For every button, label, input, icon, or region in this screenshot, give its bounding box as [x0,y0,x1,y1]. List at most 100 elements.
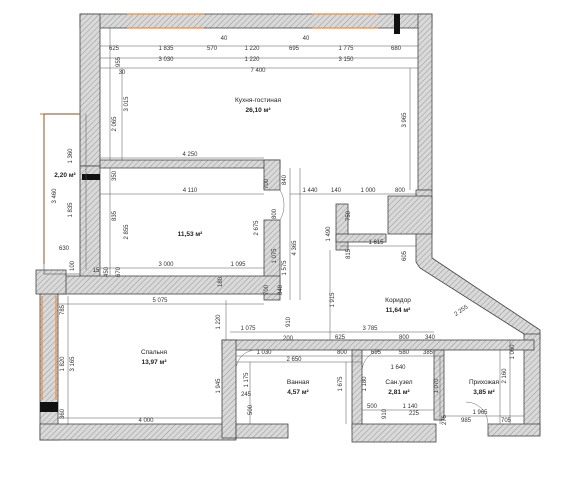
dim-label: 3 030 [158,57,174,63]
dim-label: 200 [283,336,294,342]
room-area-hall: 3,85 м² [473,389,495,396]
dim-label: 245 [241,392,252,398]
dim-label: 450 [104,266,110,277]
dim-label: 40 [303,36,310,42]
dim-label: 3 150 [338,57,354,63]
dim-label: 1 915 [330,292,336,308]
dim-label: 3 015 [124,96,130,112]
dim-label: 385 [423,350,434,356]
dim-label: 815 [346,248,352,259]
dim-label: 1 060 [510,344,516,360]
dim-label: 670 [116,266,122,277]
dim-label: 3 785 [362,326,378,332]
dim-label: 2 255 [454,304,470,318]
dim-label: 40 [221,36,228,42]
dim-label: 605 [402,250,408,261]
room-name-kitchen: Кухня-гостиная [235,97,281,104]
dim-label: 2 065 [112,116,118,132]
dimension-lines [58,28,524,424]
dim-label: 1 615 [368,240,384,246]
balcony-outline [43,113,81,275]
dim-label: 1 140 [402,404,418,410]
dim-label: 1 775 [338,46,354,52]
dim-label: 1 835 [68,202,74,218]
dim-label: 1 640 [390,365,406,371]
dim-label: 705 [501,418,512,424]
room-area-kitchen: 26,10 м² [245,107,271,114]
dim-label: 570 [207,46,218,52]
walls [35,13,541,443]
dim-label: 955 [116,56,122,67]
dim-label: 30 [119,70,126,76]
dim-label: 3 165 [70,356,76,372]
dim-label: 1 075 [272,248,278,264]
dim-label: 1 220 [244,57,260,63]
dim-label: 1 000 [360,188,376,194]
dim-label: 695 [371,350,382,356]
dim-label: 625 [109,46,120,52]
dim-label: 1 820 [60,356,66,372]
dim-label: 3 965 [402,112,408,128]
dim-label: 785 [60,304,66,315]
room-area-corridor: 11,64 м² [386,307,412,314]
dim-label: 695 [289,46,300,52]
dim-label: 5 075 [152,298,168,304]
dim-label: 800 [399,335,410,341]
dim-label: 4 250 [182,152,198,158]
dim-label: 1 070 [434,378,440,394]
dim-label: 1 175 [244,372,250,388]
dim-label: 840 [278,284,284,295]
dim-label: 630 [59,246,70,252]
dim-label: 7 400 [250,68,266,74]
column [394,14,400,34]
room-area-room2: 11,53 м² [178,231,204,238]
dim-label: 700 [264,178,270,189]
dim-label: 500 [367,404,378,410]
dim-label: 15 [93,268,100,274]
dim-label: 910 [382,408,388,419]
dim-label: 1 490 [326,226,332,242]
dim-label: 340 [425,335,436,341]
dim-label: 1 835 [158,46,174,52]
dim-label: 140 [331,188,342,194]
dim-label: 180 [218,276,224,287]
dim-label: 350 [112,170,118,181]
dim-label: 1 030 [256,350,272,356]
column [82,174,100,180]
dim-label: 1 675 [338,376,344,392]
dim-label: 1 220 [216,314,222,330]
room-name-bedroom: Спальня [141,349,168,356]
dim-label: 500 [248,404,254,415]
dim-label: 1 945 [216,378,222,394]
dim-label: 4 365 [292,240,298,256]
dim-label: 3 460 [52,188,58,204]
column [40,402,58,412]
dim-label: 3 000 [158,262,174,268]
dim-label: 225 [409,411,420,417]
dim-label: 2 855 [124,224,130,240]
dim-label: 2 675 [254,220,260,236]
dim-label: 1 095 [230,262,246,268]
dim-label: 910 [286,316,292,327]
dim-label: 985 [461,418,472,424]
dim-label: 580 [399,350,410,356]
room-area-bedroom: 13,97 м² [141,359,167,366]
dim-label: 800 [272,208,278,219]
dim-label: 275 [442,414,448,425]
dim-label: 840 [282,174,288,185]
dim-label: 4 110 [183,188,198,194]
dim-label: 1 360 [68,148,74,164]
dim-label: 1 075 [240,326,256,332]
dim-label: 100 [70,260,76,271]
room-name-wc: Сан.узел [385,379,412,386]
dimension-labels: 625 1 835 570 1 220 695 1 775 680 3 030 … [52,36,516,425]
dim-label: 800 [337,350,348,356]
dim-label: 1 965 [472,410,488,416]
dim-label: 360 [60,408,66,419]
room-area-bath: 4,57 м² [287,389,309,396]
dim-label: 680 [391,46,402,52]
dim-label: 2 650 [286,357,302,363]
dim-label: 1 180 [362,376,368,392]
room-area-balcony: 2,20 м² [54,172,76,179]
